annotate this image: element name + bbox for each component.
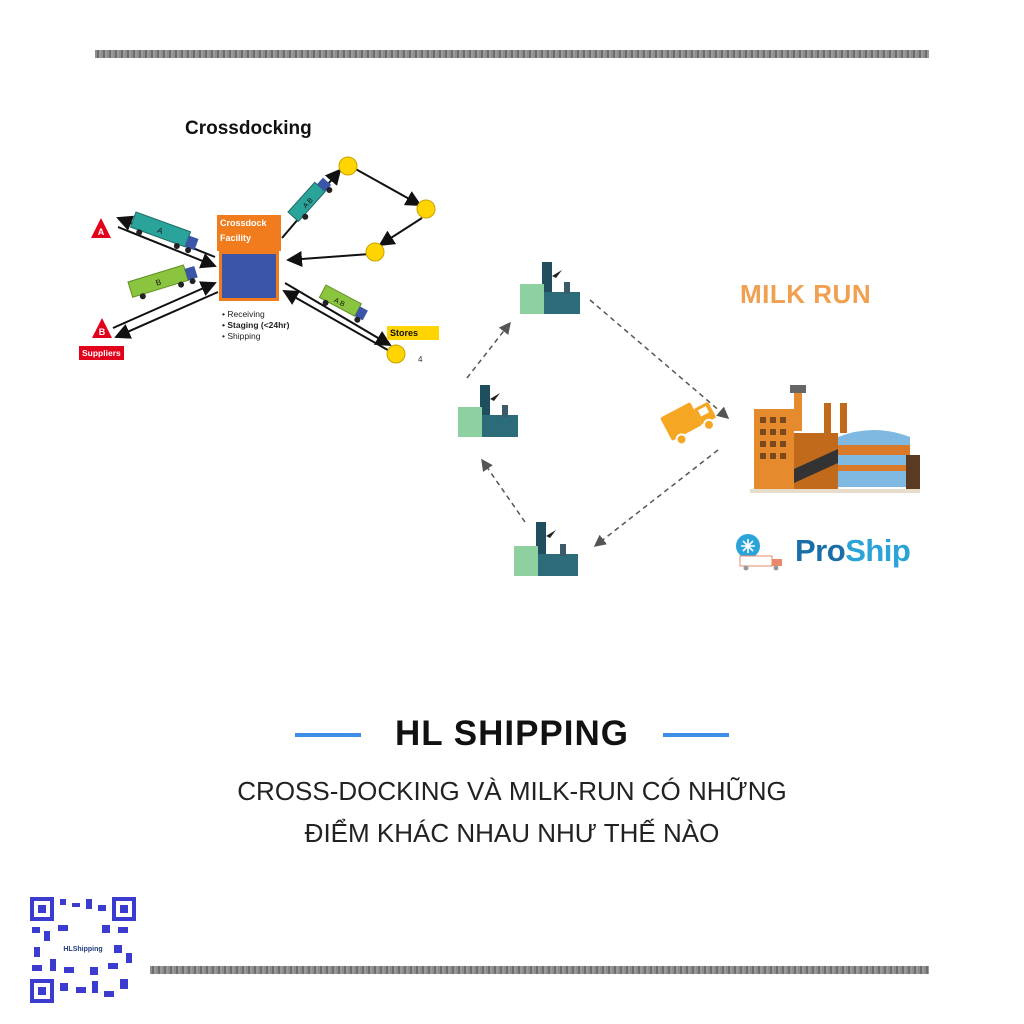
truck-icon: A B [287, 177, 333, 223]
qr-logo-text: HLShipping [63, 946, 102, 953]
truck-label: A B [333, 297, 346, 308]
milk-run-title: MILK RUN [740, 279, 872, 309]
top-divider [95, 50, 929, 58]
bottom-divider [150, 966, 929, 974]
factory-icon [520, 262, 580, 314]
proship-ship: Ship [845, 533, 911, 568]
crossdock-steps: Receiving Staging (<24hr) Shipping [222, 309, 289, 342]
store-circle [386, 344, 406, 364]
supplier-b-arrows [112, 281, 219, 339]
proship-logo-text: ProShip [795, 533, 911, 569]
supplier-b-marker: B [92, 318, 112, 338]
truck-icon: A B [318, 284, 368, 323]
facility-image [219, 251, 279, 301]
warehouse-boxes-image [222, 254, 276, 298]
supplier-a-marker: A [91, 218, 111, 238]
supplier-b-letter: B [99, 327, 106, 337]
facility-label-line1: Crossdock [220, 218, 267, 228]
store-circle [365, 242, 385, 262]
crossdocking-title: Crossdocking [185, 118, 312, 139]
milk-run-arrows [466, 299, 730, 547]
subtitle-line-2: ĐIỂM KHÁC NHAU NHƯ THẾ NÀO [304, 818, 720, 848]
store-circle [416, 199, 436, 219]
qr-code-icon[interactable]: HLShipping [30, 897, 136, 1003]
stores-label: Stores [387, 326, 439, 340]
slide-page-number: 4 [418, 355, 423, 364]
crossdock-facility-label: Crossdock Facility [217, 215, 281, 251]
factory-icon [750, 385, 920, 493]
truck-icon [739, 555, 782, 571]
proship-pro: Pro [795, 533, 846, 568]
truck-label: A [156, 226, 165, 237]
page-subtitle: CROSS-DOCKING VÀ MILK-RUN CÓ NHỮNG ĐIỂM … [0, 770, 1024, 854]
factory-icon [458, 385, 518, 437]
heading-line-left [295, 733, 361, 737]
step-shipping: Shipping [222, 331, 289, 342]
delivery-truck-icon [660, 402, 716, 446]
subtitle-line-1: CROSS-DOCKING VÀ MILK-RUN CÓ NHỮNG [237, 776, 787, 806]
truck-icon: B [127, 264, 198, 300]
snowflake-icon [736, 534, 760, 558]
truck-label: B [155, 278, 163, 288]
step-receiving: Receiving [222, 309, 289, 320]
heading-line-right [663, 733, 729, 737]
store-circle [338, 156, 358, 176]
page-heading: HL SHIPPING [394, 714, 629, 753]
supplier-a-letter: A [98, 227, 105, 237]
facility-label-line2: Facility [220, 233, 252, 243]
step-staging: Staging (<24hr) [222, 320, 289, 331]
truck-icon: A [129, 211, 199, 254]
factory-icon [514, 522, 578, 576]
suppliers-label: Suppliers [79, 346, 124, 360]
